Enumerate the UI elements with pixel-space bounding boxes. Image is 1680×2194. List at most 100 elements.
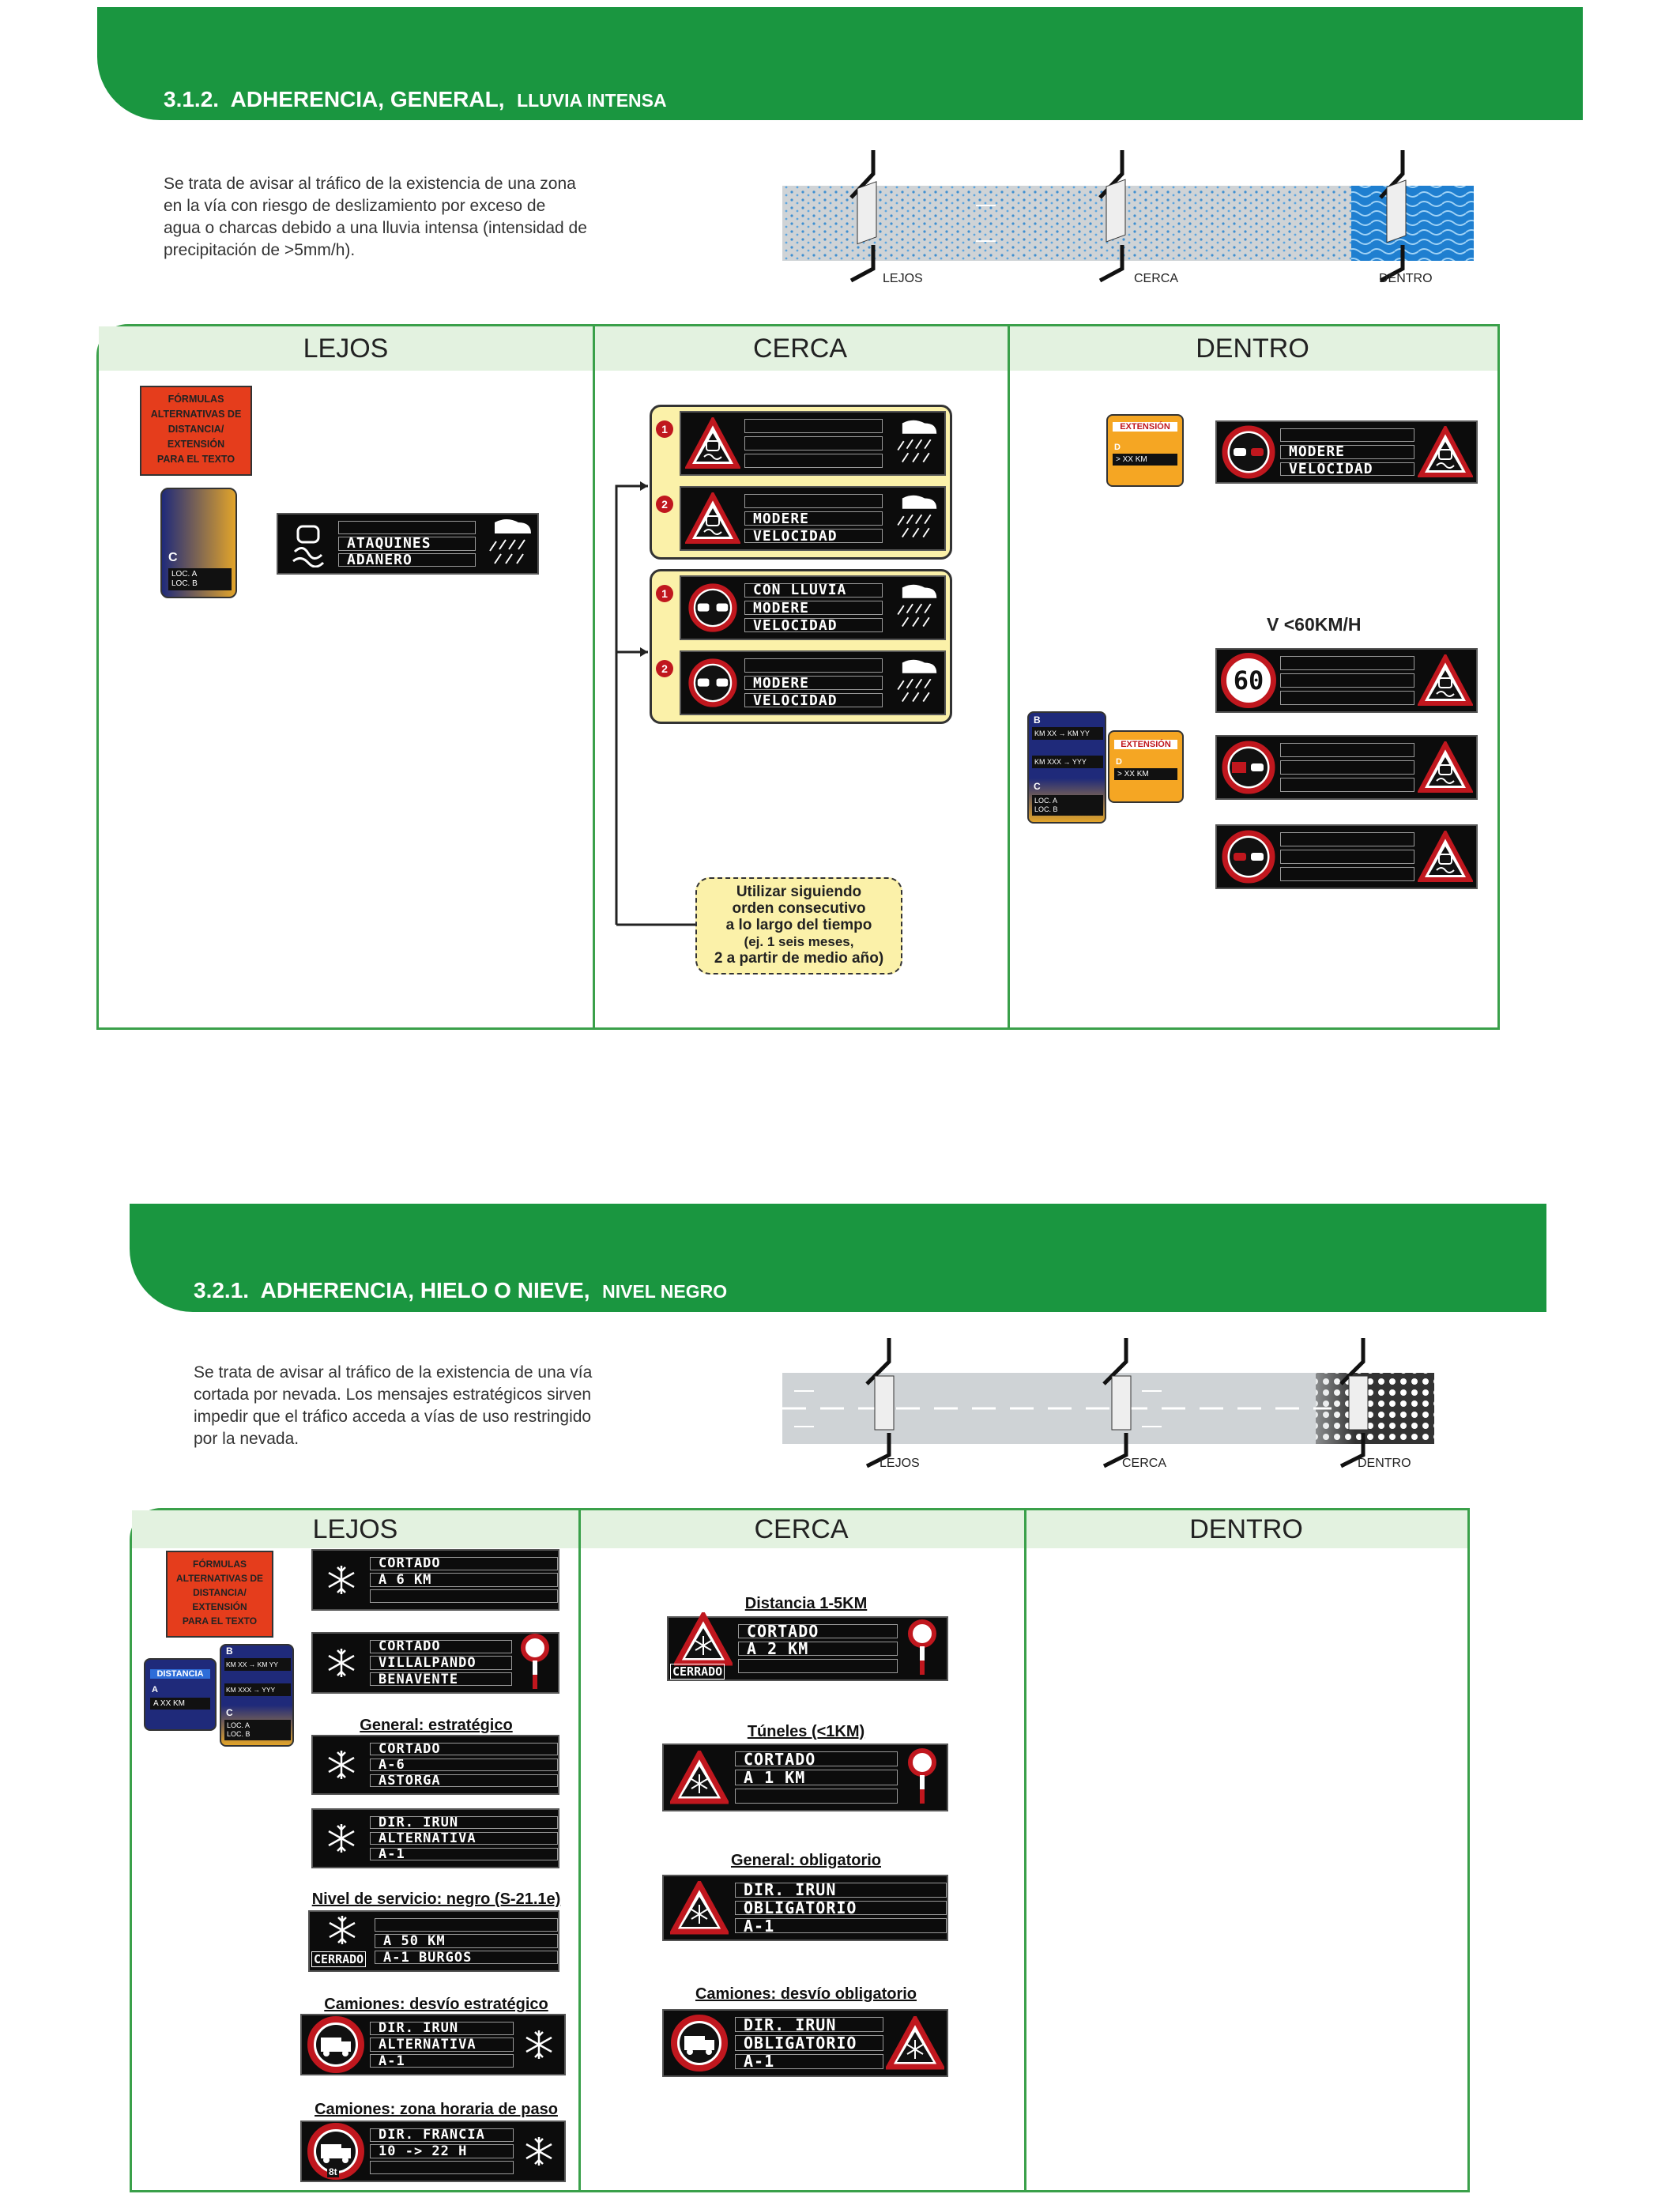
vms-sign-speed-60: 60: [1215, 648, 1478, 713]
sign-line: [735, 1788, 898, 1804]
card-letter: C: [1034, 781, 1041, 792]
formula-line: EXTENSIÓN: [192, 1601, 247, 1612]
card-lines: LOC. A LOC. B: [168, 568, 232, 590]
card-letter: C: [168, 551, 178, 564]
snowflake-icon: [514, 2015, 564, 2074]
vms-sign-no-overtaking: [1215, 824, 1478, 889]
sign-text: [1280, 653, 1414, 708]
sign-line: VELOCIDAD: [744, 692, 883, 708]
dist-title: DISTANCIA: [150, 1669, 210, 1679]
section1-title: 3.1.2. ADHERENCIA, GENERAL, LLUVIA INTEN…: [164, 87, 667, 112]
sign-line: VELOCIDAD: [1280, 462, 1414, 477]
distance-card-b: B KM XX → KM YY KM XXX → YYY C LOC. A LO…: [220, 1644, 294, 1747]
formula-alternatives-box: FÓRMULAS ALTERNATIVAS DE DISTANCIA/ EXTE…: [140, 386, 252, 476]
road-label-dentro: DENTRO: [1379, 272, 1433, 285]
sequence-note: Utilizar siguiendo orden consecutivo a l…: [695, 877, 902, 974]
sign-line: ALTERNATIVA: [370, 2038, 514, 2052]
card-letter: C: [226, 1707, 233, 1718]
card-line: LOC. B: [171, 579, 198, 588]
sign-line: CORTADO: [738, 1623, 898, 1639]
sign-line: [738, 1658, 898, 1674]
intro-line: Se trata de avisar al tráfico de la exis…: [164, 175, 576, 193]
sequence-badge: 1: [656, 420, 673, 438]
card-line: KM XXX → YYY: [224, 1683, 291, 1696]
label-general-estrategico: General: estratégico: [360, 1717, 513, 1734]
sign-text: MODERE VELOCIDAD: [1280, 425, 1414, 479]
speed-value: 60: [1221, 653, 1276, 708]
card-line: LOC. A: [171, 570, 198, 579]
vms-sign-cerca: [680, 411, 946, 476]
intro-line: cortada por nevada. Los mensajes estraté…: [194, 1385, 592, 1404]
snow-warning-icon: [883, 2011, 947, 2075]
formula-line: FÓRMULAS: [168, 394, 224, 405]
col-header-dentro: DENTRO: [1189, 1514, 1303, 1544]
section2-header-band: [130, 1204, 1546, 1312]
section1-road-diagram: [782, 150, 1474, 283]
section1-intro: Se trata de avisar al tráfico de la exis…: [164, 173, 669, 262]
formula-line: PARA EL TEXTO: [182, 1615, 258, 1627]
section1-header-band: [97, 7, 1583, 120]
no-overtaking-icon: [681, 577, 744, 639]
speed-limit-60-icon: 60: [1217, 650, 1280, 711]
sign-text: ATAQUINES ADANERO: [338, 518, 476, 570]
sign-line: MODERE: [744, 600, 883, 616]
sign-line: [1280, 742, 1414, 758]
sign-text: [1280, 740, 1414, 795]
sign-line: ADANERO: [338, 553, 476, 567]
extension-card-2: EXTENSIÓN D > XX KM: [1108, 730, 1184, 803]
ext-line: > XX KM: [1114, 768, 1177, 780]
sign-line: [1280, 849, 1414, 865]
intro-line: Se trata de avisar al tráfico de la exis…: [194, 1363, 593, 1382]
sign-line: CORTADO: [370, 1639, 512, 1653]
formula-alternatives-box: FÓRMULAS ALTERNATIVAS DE DISTANCIA/ EXTE…: [166, 1551, 273, 1638]
distance-card-a: DISTANCIA A A XX KM: [144, 1658, 217, 1731]
extension-card: EXTENSIÓN D > XX KM: [1106, 414, 1184, 487]
label-camiones-estrategico: Camiones: desvío estratégico: [324, 1996, 548, 2013]
distance-card-b: B KM XX → KM YY KM XXX → YYY C LOC. A LO…: [1027, 711, 1106, 824]
vms-sign-ataquines: ATAQUINES ADANERO: [277, 513, 539, 575]
gantry-cerca: [1102, 1338, 1132, 1468]
sign-line: DIR. FRANCIA: [370, 2128, 514, 2142]
sign-line: CORTADO: [370, 1742, 558, 1756]
dist-letter: A: [152, 1685, 158, 1695]
section2-road-diagram: [782, 1338, 1434, 1468]
ext-title: EXTENSIÓN: [1114, 740, 1177, 749]
sign-line: A-1: [370, 2054, 514, 2068]
sign-line: DIR. IRUN: [735, 2017, 883, 2033]
sign-line: [744, 418, 883, 434]
card-line: KM XX → KM YY: [1032, 727, 1103, 740]
col-header-cerca: CERCA: [754, 1514, 849, 1544]
column-divider: [1024, 1510, 1026, 2190]
section2-intro: Se trata de avisar al tráfico de la exis…: [194, 1362, 699, 1450]
sequence-badge: 2: [656, 660, 673, 677]
sign-line: [744, 453, 883, 469]
col-header-dentro: DENTRO: [1196, 334, 1309, 364]
section2-header-row: [132, 1510, 1467, 1548]
sign-line: [1280, 831, 1414, 847]
snow-warning-icon: [664, 1745, 735, 1810]
sign-line: OBLIGATORIO: [735, 2035, 883, 2051]
section1-header-row: [99, 326, 1497, 371]
card-letter: B: [1034, 714, 1041, 726]
no-trucks-icon: [664, 2011, 735, 2075]
road-label-dentro: DENTRO: [1358, 1457, 1411, 1470]
no-truck-overtaking-icon: [1217, 737, 1280, 798]
intro-line: impedir que el tráfico acceda a vías de …: [194, 1408, 592, 1426]
sign-line: [744, 493, 883, 509]
location-card: C LOC. A LOC. B: [160, 488, 237, 598]
section2-title-text: ADHERENCIA, HIELO O NIEVE,: [260, 1278, 590, 1302]
sign-line: [1280, 428, 1414, 443]
rain-cloud-icon: [476, 515, 537, 573]
sign-line: VELOCIDAD: [744, 528, 883, 544]
card-loc: LOC. A LOC. B: [224, 1720, 291, 1740]
no-overtaking-icon: [1217, 422, 1280, 482]
